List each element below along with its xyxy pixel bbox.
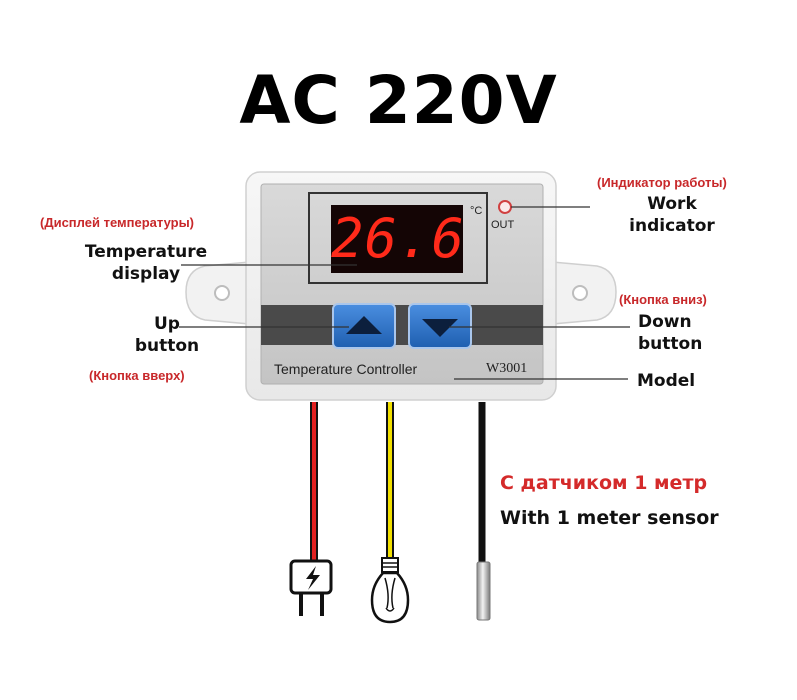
mounting-hole-right	[572, 285, 588, 301]
up-button-label-en: Up button	[122, 313, 212, 357]
temp-display-label-ru: (Дисплей температуры)	[40, 215, 195, 230]
work-indicator-label-line1: Work	[647, 194, 697, 214]
unit-label: °C	[470, 205, 483, 217]
model-label-en: Model	[637, 371, 696, 391]
sensor-label-en: With 1 meter sensor	[500, 507, 719, 529]
power-plug-icon	[289, 559, 333, 616]
up-button-label-line1: Up	[154, 314, 180, 334]
temp-display-label-line2: display	[111, 264, 181, 284]
display-frame	[308, 192, 488, 284]
work-indicator-label-ru: (Индикатор работы)	[597, 175, 727, 190]
out-label: OUT	[491, 219, 515, 231]
down-button-label-ru: (Кнопка вниз)	[619, 292, 707, 307]
temp-display-label-line1: Temperature	[84, 242, 208, 262]
sensor-label-ru: С датчиком 1 метр	[500, 472, 708, 494]
down-button-label-line2: button	[638, 334, 703, 354]
work-indicator-label-en: Work indicator	[622, 193, 722, 237]
mounting-hole-left	[214, 285, 230, 301]
device-name: Temperature Controller	[274, 361, 418, 377]
up-arrow-icon	[346, 316, 382, 334]
sensor-probe	[476, 561, 491, 621]
temperature-reading: 26.6	[331, 207, 466, 270]
work-indicator-label-line2: indicator	[629, 216, 715, 236]
down-button-label-line1: Down	[638, 312, 692, 332]
work-indicator-led	[498, 200, 512, 214]
page-title: AC 220V	[239, 62, 558, 139]
light-bulb-icon	[370, 557, 410, 624]
down-arrow-icon	[422, 319, 458, 337]
button-band	[261, 305, 543, 345]
up-button-label-ru: (Кнопка вверх)	[89, 368, 185, 383]
display-window	[331, 205, 463, 273]
down-button-label-en: Down button	[638, 311, 702, 355]
device-model: W3001	[486, 361, 528, 376]
up-button-label-line2: button	[134, 336, 200, 356]
temp-display-label-en: Temperature display	[84, 241, 208, 285]
